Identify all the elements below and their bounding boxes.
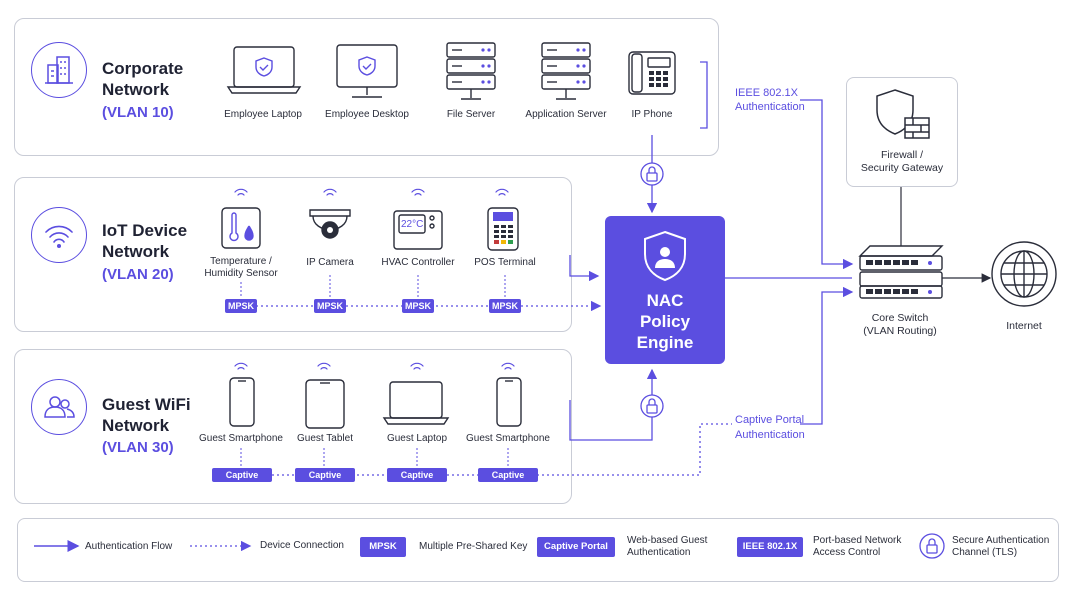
legend-mpsk-desc: Multiple Pre-Shared Key bbox=[419, 541, 528, 552]
device-label-ip-phone: IP Phone bbox=[631, 109, 673, 120]
corporate-vlan: (VLAN 10) bbox=[102, 104, 174, 121]
mpsk-tag: MPSK bbox=[314, 299, 346, 313]
captive-portal-tag: Captive Portal bbox=[387, 468, 447, 494]
iot-title-1: IoT Device bbox=[102, 221, 188, 240]
captive-portal-tag: Captive Portal bbox=[212, 468, 272, 494]
device-label-hvac-controller: HVAC Controller bbox=[381, 257, 455, 268]
smartphone-icon bbox=[229, 377, 255, 427]
captive-dotted-line bbox=[272, 423, 732, 476]
firewall-box: Firewall / Security Gateway bbox=[846, 77, 958, 187]
nac-policy-engine: NAC Policy Engine bbox=[605, 216, 725, 364]
guest-title-2: Network bbox=[102, 416, 170, 435]
internet-label: Internet bbox=[1006, 320, 1042, 332]
guest-vlan: (VLAN 30) bbox=[102, 439, 174, 456]
legend-auth-flow: Authentication Flow bbox=[85, 541, 173, 552]
pos-terminal-icon bbox=[487, 207, 519, 251]
wifi-icon bbox=[31, 207, 87, 263]
device-label-employee-desktop: Employee Desktop bbox=[325, 109, 409, 120]
captive-flow-line bbox=[800, 286, 854, 425]
device-label-application-server: Application Server bbox=[525, 109, 607, 120]
ip-camera-icon bbox=[309, 209, 351, 239]
ieee-label-2: Authentication bbox=[735, 101, 805, 113]
legend-symbols bbox=[34, 533, 945, 559]
sensor-icon bbox=[221, 207, 261, 249]
legend-lock-desc: Secure Authentication Channel (TLS) bbox=[952, 535, 1050, 558]
laptop-icon bbox=[382, 381, 450, 425]
building-icon bbox=[31, 42, 87, 98]
nac-shield-user-icon bbox=[644, 230, 686, 282]
iot-title-2: Network bbox=[102, 242, 170, 261]
device-label-guest-smartphone-2: Guest Smartphone bbox=[466, 433, 550, 444]
device-label-file-server: File Server bbox=[446, 109, 496, 120]
mpsk-tag: MPSK bbox=[402, 299, 434, 313]
core-switch-label: Core Switch (VLAN Routing) bbox=[863, 312, 937, 337]
legend-ieee-tag: IEEE 802.1X bbox=[737, 537, 803, 557]
legend-mpsk-tag: MPSK bbox=[360, 537, 406, 557]
nac-label: NAC Policy Engine bbox=[636, 291, 694, 352]
captive-label-1: Captive Portal bbox=[735, 414, 805, 426]
application-server-icon bbox=[541, 42, 591, 100]
device-label-pos-terminal: POS Terminal bbox=[474, 257, 536, 268]
legend-cp-desc: Web-based Guest Authentication bbox=[627, 535, 708, 558]
file-server-icon bbox=[446, 42, 496, 100]
desktop-icon bbox=[336, 44, 398, 98]
device-label-guest-smartphone: Guest Smartphone bbox=[199, 433, 283, 444]
corporate-title-2: Network bbox=[102, 80, 170, 99]
iot-to-nac-line bbox=[569, 255, 600, 282]
device-label-guest-laptop: Guest Laptop bbox=[386, 433, 448, 444]
captive-label-2: Authentication bbox=[735, 429, 805, 441]
ieee-bracket bbox=[700, 61, 708, 129]
ip-phone-icon bbox=[628, 51, 676, 95]
device-label-employee-laptop: Employee Laptop bbox=[224, 109, 302, 120]
legend-device-connection: Device Connection bbox=[260, 540, 344, 551]
lock-icon-bottom bbox=[640, 394, 664, 418]
legend-lock-icon bbox=[919, 533, 945, 559]
legend: Authentication Flow Device Connection MP… bbox=[17, 518, 1059, 582]
hvac-controller-icon bbox=[393, 210, 443, 250]
tablet-icon bbox=[305, 379, 345, 429]
corporate-title-1: Corporate bbox=[102, 59, 184, 78]
guest-title-1: Guest WiFi bbox=[102, 395, 191, 414]
users-icon bbox=[31, 379, 87, 435]
device-label-guest-tablet: Guest Tablet bbox=[297, 433, 353, 444]
laptop-icon bbox=[226, 46, 302, 94]
iot-vlan: (VLAN 20) bbox=[102, 266, 174, 283]
ieee-label-1: IEEE 802.1X bbox=[735, 87, 798, 99]
captive-portal-tag: Captive Portal bbox=[295, 468, 355, 494]
mpsk-tag: MPSK bbox=[225, 299, 257, 313]
ieee-flow-line bbox=[800, 99, 854, 270]
legend-ieee-desc: Port-based Network Access Control bbox=[813, 535, 902, 558]
smartphone-icon bbox=[496, 377, 522, 427]
firewall-label: Firewall / Security Gateway bbox=[860, 149, 944, 174]
captive-portal-tag: Captive Portal bbox=[478, 468, 538, 494]
lock-icon-top bbox=[640, 162, 664, 186]
device-label-sensor: Temperature / Humidity Sensor bbox=[204, 256, 278, 279]
hvac-display-text: 22°C bbox=[401, 219, 424, 230]
firewall-icon bbox=[876, 89, 930, 139]
mpsk-tag: MPSK bbox=[489, 299, 521, 313]
legend-cp-tag: Captive Portal bbox=[537, 537, 615, 557]
device-label-ip-camera: IP Camera bbox=[306, 257, 354, 268]
